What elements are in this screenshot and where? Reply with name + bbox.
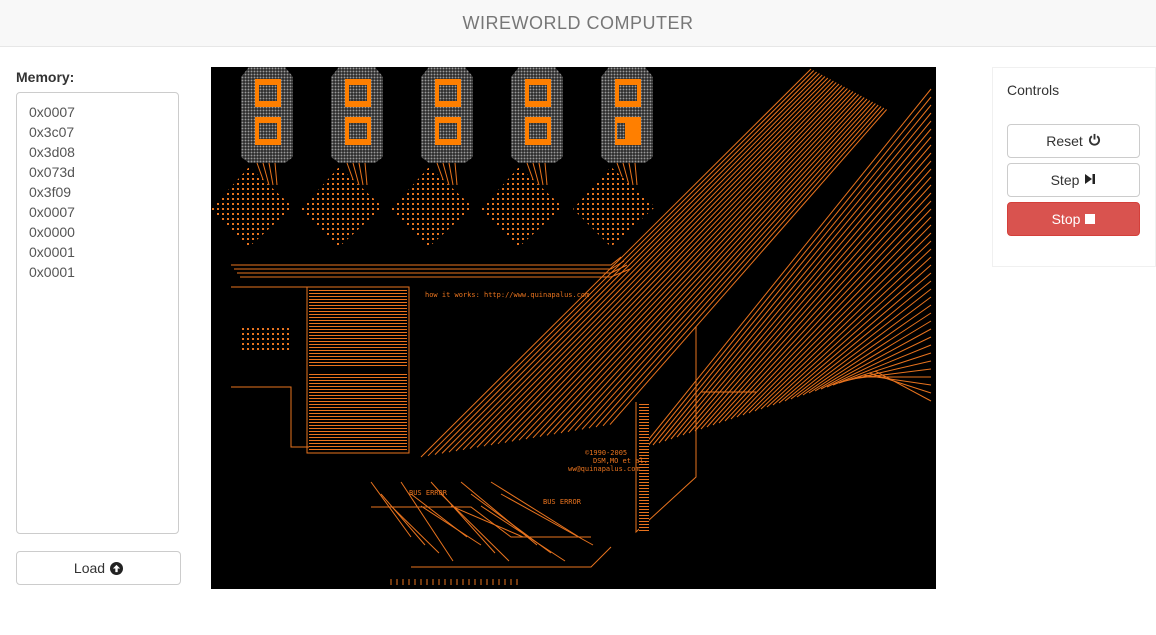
reset-button-label: Reset (1046, 133, 1083, 149)
wireworld-canvas[interactable]: how it works: http://www.quinapalus.com … (211, 67, 936, 589)
memory-line: 0x3c07 (29, 124, 75, 140)
memory-label: Memory: (16, 69, 75, 85)
bus-error-text-right: BUS ERROR (543, 498, 582, 506)
step-button-label: Step (1050, 172, 1080, 188)
stop-button[interactable]: Stop (1007, 202, 1140, 236)
decoder-lattice (573, 167, 655, 247)
register-block-left (241, 325, 289, 353)
copyright-text: ©1990-2005 (585, 449, 627, 457)
stop-button-label: Stop (1051, 211, 1081, 227)
site-text: ww@quinapalus.com (568, 465, 640, 473)
seven-segment-display (421, 67, 473, 186)
load-button-label: Load (73, 560, 106, 576)
decoder-lattice (301, 167, 383, 247)
seven-segment-display (241, 67, 293, 186)
reset-button[interactable]: Reset (1007, 124, 1140, 158)
how-it-works-text: how it works: http://www.quinapalus.com (425, 291, 589, 299)
load-button[interactable]: Load (16, 551, 181, 585)
authors-text: DSM,MO et al. (593, 457, 648, 465)
memory-line: 0x3f09 (29, 184, 72, 200)
seven-segment-display (331, 67, 383, 186)
register-block-bottom (309, 372, 407, 450)
memory-line: 0x0001 (29, 264, 75, 280)
decoder-lattice (391, 167, 473, 247)
memory-textarea[interactable]: 0x0007 0x3c07 0x3d08 0x073d 0x3f09 0x000… (16, 92, 179, 534)
decoder-lattice (481, 167, 563, 247)
app-title: WIREWORLD COMPUTER (462, 12, 694, 33)
memory-line: 0x073d (29, 164, 75, 180)
register-block-top (309, 289, 407, 367)
memory-line: 0x0007 (29, 104, 75, 120)
decoder-lattice (211, 167, 293, 247)
memory-line: 0x0001 (29, 244, 75, 260)
step-forward-icon (1084, 172, 1096, 188)
step-button[interactable]: Step (1007, 163, 1140, 197)
memory-line: 0x0007 (29, 204, 75, 220)
power-icon (1088, 133, 1101, 149)
wireworld-circuit: how it works: http://www.quinapalus.com … (211, 67, 932, 585)
bus-column (639, 402, 649, 532)
top-navbar: WIREWORLD COMPUTER (0, 0, 1156, 47)
seven-segment-display (601, 67, 653, 186)
controls-title: Controls (1007, 82, 1060, 98)
bus-error-text-left: BUS ERROR (409, 489, 448, 497)
memory-line: 0x0000 (29, 224, 75, 240)
stop-square-icon (1085, 214, 1096, 224)
memory-line: 0x3d08 (29, 144, 75, 160)
seven-segment-display (511, 67, 563, 186)
arrow-up-circle-icon (110, 561, 124, 575)
